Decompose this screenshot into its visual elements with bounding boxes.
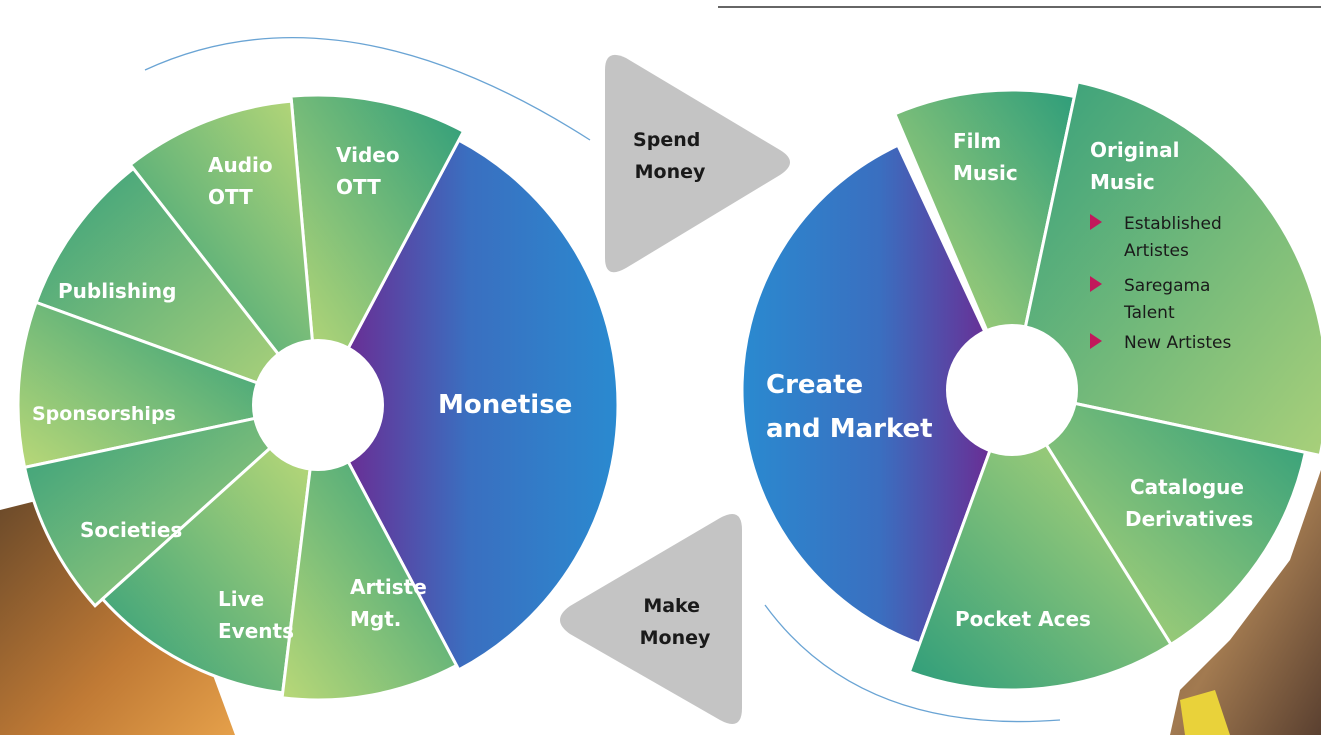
label-original-music: Original Music — [1090, 138, 1186, 194]
label-audio-ott: Audio OTT — [208, 153, 280, 209]
background-photo-right-highlight — [1180, 690, 1230, 735]
label-pocket-aces: Pocket Aces — [955, 607, 1091, 631]
label-societies: Societies — [80, 518, 182, 542]
right-wheel-hub — [946, 324, 1078, 456]
left-wheel-hub — [252, 339, 384, 471]
arrow-spend-money — [605, 54, 790, 273]
label-artiste-mgt: Artiste Mgt. — [350, 575, 434, 631]
label-create-and-market: Create and Market — [766, 370, 933, 444]
bullet-saregama-talent: Saregama Talent — [1123, 276, 1216, 323]
arrow-make-money — [560, 514, 742, 724]
label-publishing: Publishing — [58, 279, 176, 303]
label-film-music: Film Music — [953, 129, 1018, 185]
bullet-established-artistes: Established Artistes — [1124, 214, 1227, 261]
bullet-icon — [1090, 333, 1102, 349]
label-video-ott: Video OTT — [336, 143, 407, 199]
label-live-events: Live Events — [218, 587, 294, 643]
label-monetise: Monetise — [438, 390, 572, 420]
label-spend-money: Spend Money — [633, 129, 707, 183]
guide-arc-left — [144, 36, 591, 141]
label-sponsorships: Sponsorships — [32, 403, 176, 425]
guide-arc-right — [764, 604, 1061, 723]
label-make-money: Make Money — [640, 595, 711, 649]
bullet-icon — [1090, 276, 1102, 292]
label-catalogue-derivatives: Catalogue Derivatives — [1125, 475, 1253, 531]
bullet-icon — [1090, 214, 1102, 230]
right-wheel — [740, 80, 1321, 692]
background-photo-right — [1170, 470, 1321, 735]
bullet-new-artistes: New Artistes — [1124, 333, 1231, 353]
